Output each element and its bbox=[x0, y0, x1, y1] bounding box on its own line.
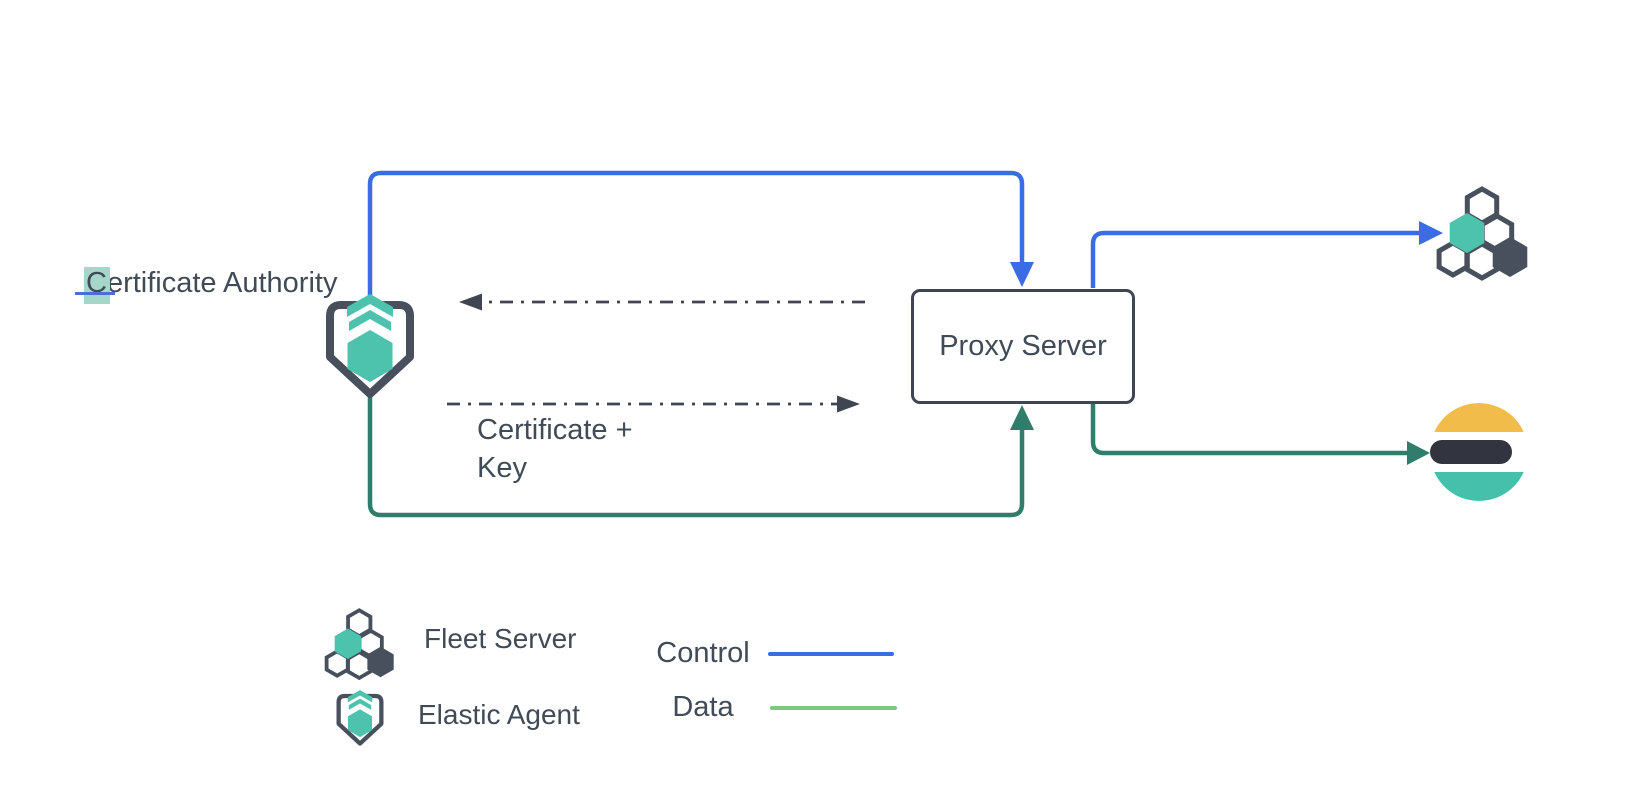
certificate-key-line1: Certificate + bbox=[477, 414, 633, 446]
legend-control-label: Control bbox=[656, 637, 750, 669]
elasticsearch-icon[interactable] bbox=[1428, 400, 1530, 504]
certificate-authority-rest: ertificate Authority bbox=[106, 267, 338, 299]
control-connector-agent-to-proxy[interactable] bbox=[367, 170, 1025, 296]
fleet-server-icon[interactable] bbox=[1436, 186, 1530, 282]
selected-char-highlight: C bbox=[75, 267, 115, 304]
data-arrowhead-right bbox=[1407, 441, 1430, 465]
control-arrowhead-down bbox=[1010, 262, 1034, 287]
data-arrowhead-up bbox=[1010, 405, 1034, 430]
certificate-key-label[interactable]: Certificate + Key bbox=[477, 411, 633, 487]
text-cursor bbox=[75, 292, 115, 295]
elastic-agent-icon[interactable] bbox=[314, 290, 426, 408]
data-connector-agent-to-proxy[interactable] bbox=[367, 394, 1025, 518]
certificate-key-line2: Key bbox=[477, 452, 527, 484]
proxy-server-node[interactable]: Proxy Server bbox=[911, 289, 1135, 404]
legend-elastic-agent-label: Elastic Agent bbox=[418, 699, 580, 730]
legend-fleet-server-label: Fleet Server bbox=[424, 623, 577, 654]
legend-data-label: Data bbox=[672, 691, 734, 723]
control-connector-proxy-to-fleet[interactable] bbox=[1090, 230, 1419, 288]
control-arrowhead-right bbox=[1419, 221, 1443, 245]
dashed-arrowhead-left bbox=[459, 293, 482, 311]
data-connector-proxy-to-elasticsearch[interactable] bbox=[1090, 404, 1407, 456]
certificate-authority-first-char: C bbox=[86, 267, 107, 299]
legend-fleet-server-icon[interactable] bbox=[324, 608, 396, 681]
legend-data-line bbox=[770, 706, 897, 710]
dashed-arrowhead-right bbox=[837, 395, 860, 413]
proxy-server-label: Proxy Server bbox=[939, 330, 1107, 362]
legend-control-line bbox=[768, 652, 894, 656]
legend-elastic-agent-icon[interactable] bbox=[330, 688, 390, 751]
